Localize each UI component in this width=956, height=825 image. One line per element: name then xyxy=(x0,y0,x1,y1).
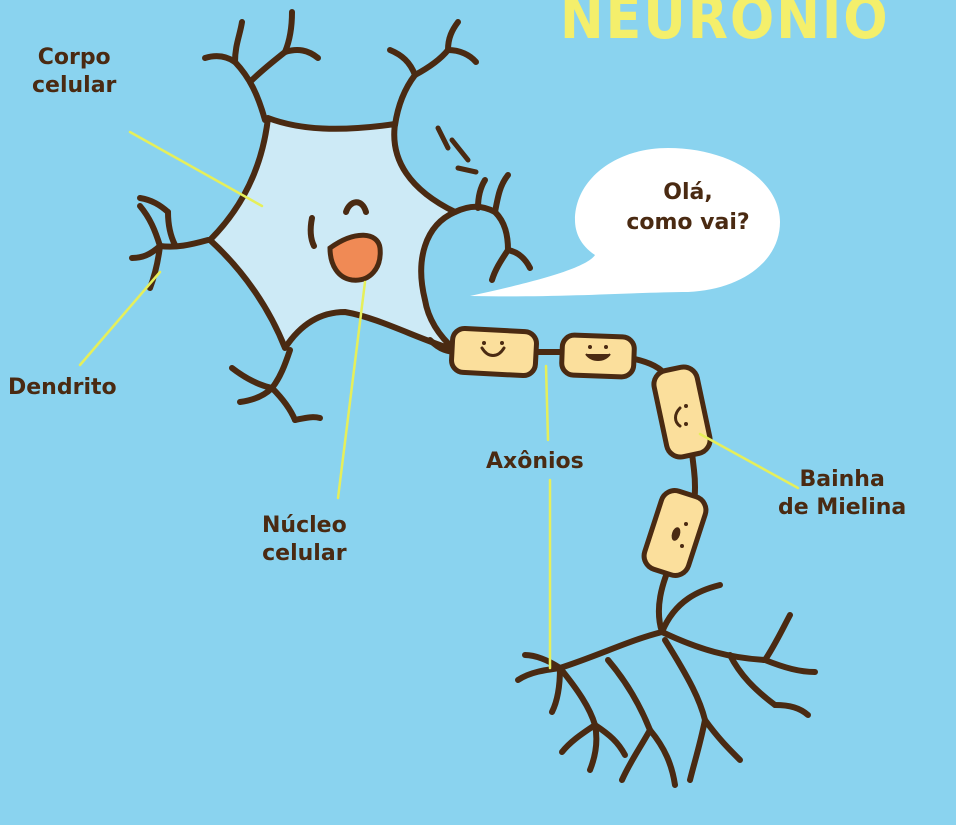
label-axonios: Axônios xyxy=(486,448,584,476)
pointer-dendrito xyxy=(80,272,160,365)
axon-terminals xyxy=(518,585,815,785)
speech-bubble-text: Olá, como vai? xyxy=(608,178,768,238)
label-dendrito: Dendrito xyxy=(8,374,117,402)
diagram-title: NEURÔNIO xyxy=(560,0,890,50)
pointer-axonios-top xyxy=(546,366,548,440)
myelin-segment xyxy=(561,335,634,377)
label-bainha-de-mielina: Bainha de Mielina xyxy=(778,466,906,522)
speech-line-2: como vai? xyxy=(608,208,768,238)
label-corpo-line-1: Corpo xyxy=(32,44,116,72)
excitement-marks xyxy=(438,128,476,172)
speech-line-1: Olá, xyxy=(608,178,768,208)
myelin-segment xyxy=(640,487,709,579)
myelin-segment xyxy=(451,328,537,376)
label-nucleo-line-2: celular xyxy=(262,540,347,568)
pointer-corpo xyxy=(130,132,262,206)
label-nucleo-celular: Núcleo celular xyxy=(262,512,347,568)
nucleus-tongue xyxy=(330,235,380,280)
label-corpo-celular: Corpo celular xyxy=(32,44,116,100)
cell-body xyxy=(210,118,455,350)
label-bainha-line-2: de Mielina xyxy=(778,494,906,522)
label-corpo-line-2: celular xyxy=(32,72,116,100)
label-nucleo-line-1: Núcleo xyxy=(262,512,347,540)
myelin-segment xyxy=(651,364,712,459)
label-bainha-line-1: Bainha xyxy=(778,466,906,494)
